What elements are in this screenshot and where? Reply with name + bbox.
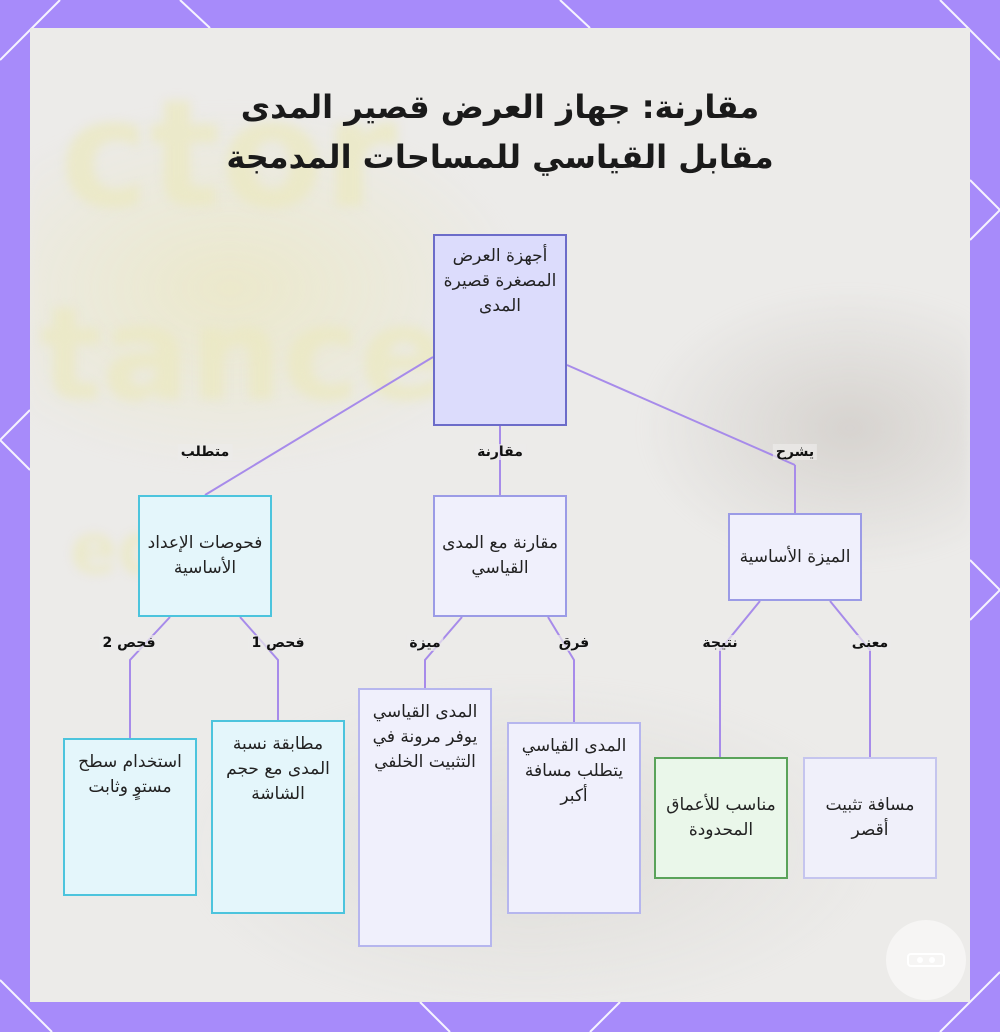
advantage-result-node: المدى القياسي يوفر مرونة في التثبيت الخل… bbox=[358, 688, 492, 947]
title-line-2: مقابل القياسي للمساحات المدمجة bbox=[226, 138, 774, 176]
edge-label-compare: مقارنة bbox=[474, 444, 526, 460]
edge-label-check1: فحص 1 bbox=[248, 635, 308, 651]
logo-icon bbox=[907, 953, 945, 967]
edge-feature-meaning bbox=[829, 600, 871, 757]
edge-label-advantage: ميزة bbox=[406, 635, 444, 651]
check1-result-node: مطابقة نسبة المدى مع حجم الشاشة bbox=[211, 720, 345, 914]
difference-result-node: المدى القياسي يتطلب مسافة أكبر bbox=[507, 722, 641, 914]
meaning-node: مسافة تثبيت أقصر bbox=[803, 757, 937, 879]
edge-comparison-advantage bbox=[424, 616, 463, 688]
edge-feature-result bbox=[719, 600, 761, 757]
edge-root-feature bbox=[566, 364, 796, 466]
edge-root-setup bbox=[204, 356, 434, 496]
edge-label-explains: يشرح bbox=[772, 444, 818, 460]
page-title: مقارنة: جهاز العرض قصير المدى مقابل القي… bbox=[0, 82, 1000, 182]
edge-label-result: نتيجة bbox=[699, 635, 741, 651]
background-word-2: tance bbox=[40, 278, 448, 430]
edge-label-check2: فحص 2 bbox=[99, 635, 159, 651]
watermark-logo bbox=[886, 920, 966, 1000]
edge-label-difference: فرق bbox=[555, 635, 593, 651]
check2-result-node: استخدام سطح مستوٍ وثابت bbox=[63, 738, 197, 896]
comparison-node: مقارنة مع المدى القياسي bbox=[433, 495, 567, 617]
edge-setup-check2 bbox=[129, 616, 171, 738]
edge-label-requires: متطلب bbox=[177, 444, 233, 460]
edge-comparison-difference bbox=[547, 616, 575, 722]
root-node: أجهزة العرض المصغرة قصيرة المدى bbox=[433, 234, 567, 426]
edge-setup-check1 bbox=[239, 616, 279, 720]
result-node: مناسب للأعماق المحدودة bbox=[654, 757, 788, 879]
title-line-1: مقارنة: جهاز العرض قصير المدى bbox=[240, 88, 760, 126]
background-word-1: ctor bbox=[60, 68, 398, 242]
edge-label-meaning: معنى bbox=[848, 635, 892, 651]
setup-checks-node: فحوصات الإعداد الأساسية bbox=[138, 495, 272, 617]
key-feature-node: الميزة الأساسية bbox=[728, 513, 862, 601]
